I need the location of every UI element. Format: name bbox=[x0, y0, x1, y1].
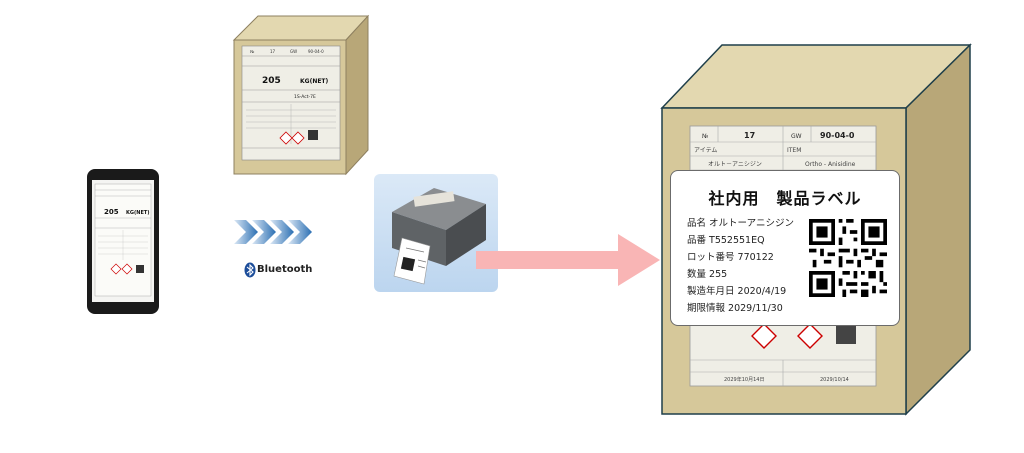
quantity-line: 数量 255 bbox=[687, 269, 728, 280]
chevron-3-icon bbox=[270, 220, 294, 244]
qr-code-icon bbox=[809, 219, 887, 297]
manufacture-date-line: 製造年月日 2020/4/19 bbox=[687, 286, 787, 297]
chevron-4-icon bbox=[288, 220, 312, 244]
printer-top bbox=[392, 188, 486, 230]
bg-label-item-jp: アイテム bbox=[694, 147, 717, 154]
small-label-num: 17 bbox=[270, 49, 276, 54]
small-label-unit: KG(NET) bbox=[300, 78, 329, 85]
product-label: 社内用 製品ラベル 品名 オルトーアニシジン 品番 T552551EQ ロット番… bbox=[670, 170, 900, 326]
phone-qr-icon bbox=[136, 265, 144, 273]
bluetooth-label: Bluetooth bbox=[257, 264, 313, 275]
printer-side bbox=[446, 204, 486, 266]
product-label-title: 社内用 製品ラベル bbox=[708, 189, 862, 208]
phone-label-quantity: 205 bbox=[104, 208, 119, 216]
product-code-line: 品番 T552551EQ bbox=[687, 235, 765, 246]
bg-label-qr-icon bbox=[836, 326, 856, 344]
small-label-gw: GW bbox=[290, 49, 297, 54]
bluetooth-icon bbox=[244, 262, 256, 278]
bg-label-no: № bbox=[702, 133, 708, 140]
output-arrow-icon bbox=[476, 234, 660, 286]
expiry-line: 期限情報 2029/11/30 bbox=[687, 303, 783, 314]
bg-label-item-en: ITEM bbox=[787, 147, 801, 154]
bg-label-name-jp: オルト－アニシジン bbox=[708, 161, 762, 168]
bg-label-gw: GW bbox=[791, 133, 802, 140]
phone-hazard-icon bbox=[110, 263, 122, 275]
label-printer bbox=[374, 174, 498, 292]
small-box-top bbox=[232, 15, 370, 41]
large-box-side bbox=[905, 43, 971, 416]
small-label-table bbox=[246, 104, 336, 144]
small-label-qr-icon bbox=[308, 130, 318, 140]
chevron-2-icon bbox=[252, 220, 276, 244]
phone-hazard2-icon bbox=[121, 263, 133, 275]
lot-number-line: ロット番号 770122 bbox=[687, 252, 774, 263]
small-label-quantity: 205 bbox=[262, 76, 281, 86]
small-label-no: № bbox=[250, 49, 254, 54]
bg-label-date: 2029/10/14 bbox=[820, 377, 849, 383]
small-label-lot: 1S-Act-7E bbox=[294, 94, 316, 100]
printer-label-qr-icon bbox=[400, 256, 416, 272]
product-name-line: 品名 オルトーアニシジン bbox=[687, 218, 794, 229]
small-label-hazard2-icon bbox=[291, 131, 305, 145]
small-label-hazard-icon bbox=[279, 131, 293, 145]
phone-label-unit: KG(NET) bbox=[126, 210, 150, 216]
product-label-lines: 品名 オルトーアニシジン 品番 T552551EQ ロット番号 770122 数… bbox=[687, 215, 794, 317]
small-box-side bbox=[345, 14, 369, 176]
bg-label-code: 90-04-0 bbox=[820, 131, 855, 140]
smartphone: 205 KG(NET) bbox=[87, 169, 159, 314]
bg-label-num: 17 bbox=[744, 131, 755, 140]
chevron-1-icon bbox=[234, 220, 258, 244]
bg-label-hazard-icon bbox=[751, 323, 777, 349]
small-label-code: 90-04-0 bbox=[308, 49, 324, 54]
bg-label-name-en: Ortho - Anisidine bbox=[805, 161, 856, 168]
bg-label-hazard2-icon bbox=[797, 323, 823, 349]
transfer-chevrons bbox=[234, 220, 312, 244]
bg-label-date-jp: 2029年10月14日 bbox=[724, 376, 764, 383]
small-box: № 17 GW 90-04-0 205 KG(NET) 1S-Act-7E bbox=[232, 14, 370, 176]
